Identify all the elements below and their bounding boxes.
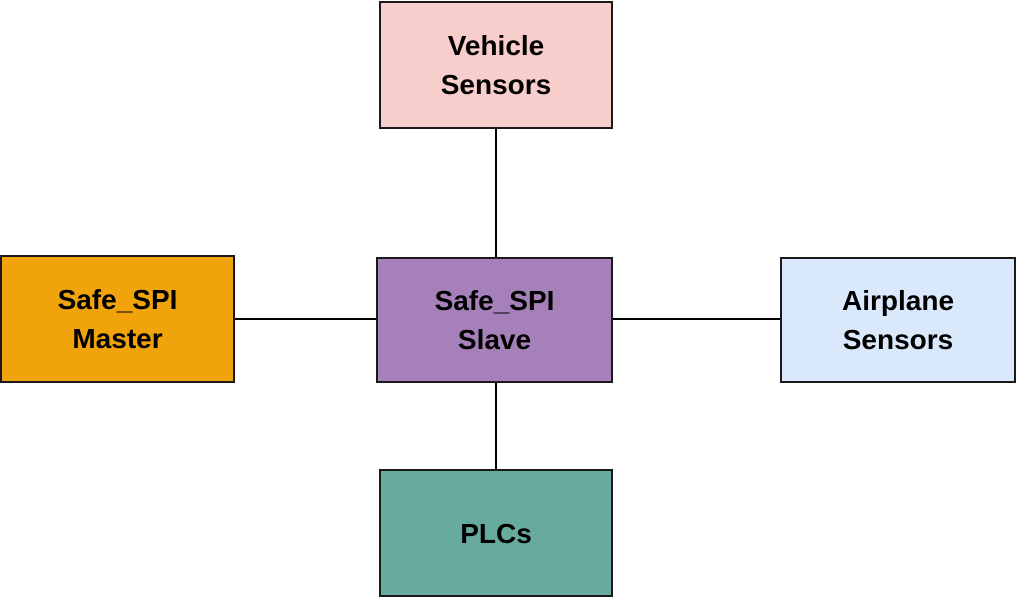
node-plcs-label-line-1: PLCs: [460, 517, 532, 549]
node-plcs: PLCs: [379, 469, 613, 597]
node-safe-spi-master-label-line-2: Master: [72, 323, 163, 354]
node-vehicle-sensors: Vehicle Sensors: [379, 1, 613, 129]
node-vehicle-sensors-label: Vehicle Sensors: [441, 26, 552, 104]
node-airplane-sensors-label-line-1: Airplane: [841, 285, 955, 316]
node-airplane-sensors: Airplane Sensors: [780, 257, 1016, 383]
node-safe-spi-master-label-line-1: Safe_SPI: [57, 284, 178, 315]
connector-slave-to-vehicle-sensors: [495, 129, 497, 257]
connector-slave-to-airplane-sensors: [613, 318, 780, 320]
node-safe-spi-master-label: Safe_SPI Master: [58, 280, 178, 358]
connector-slave-to-master: [235, 318, 376, 320]
node-airplane-sensors-label-line-2: Sensors: [842, 324, 954, 355]
node-airplane-sensors-label: Airplane Sensors: [842, 281, 954, 359]
node-vehicle-sensors-label-line-1: Vehicle: [447, 30, 545, 61]
node-safe-spi-slave-label-line-1: Safe_SPI: [434, 285, 555, 316]
connector-slave-to-plcs: [495, 383, 497, 469]
node-vehicle-sensors-label-line-2: Sensors: [440, 69, 552, 100]
node-safe-spi-slave: Safe_SPI Slave: [376, 257, 613, 383]
node-plcs-label: PLCs: [460, 514, 532, 553]
node-safe-spi-slave-label-line-2: Slave: [457, 324, 532, 355]
node-safe-spi-slave-label: Safe_SPI Slave: [435, 281, 555, 359]
node-safe-spi-master: Safe_SPI Master: [0, 255, 235, 383]
